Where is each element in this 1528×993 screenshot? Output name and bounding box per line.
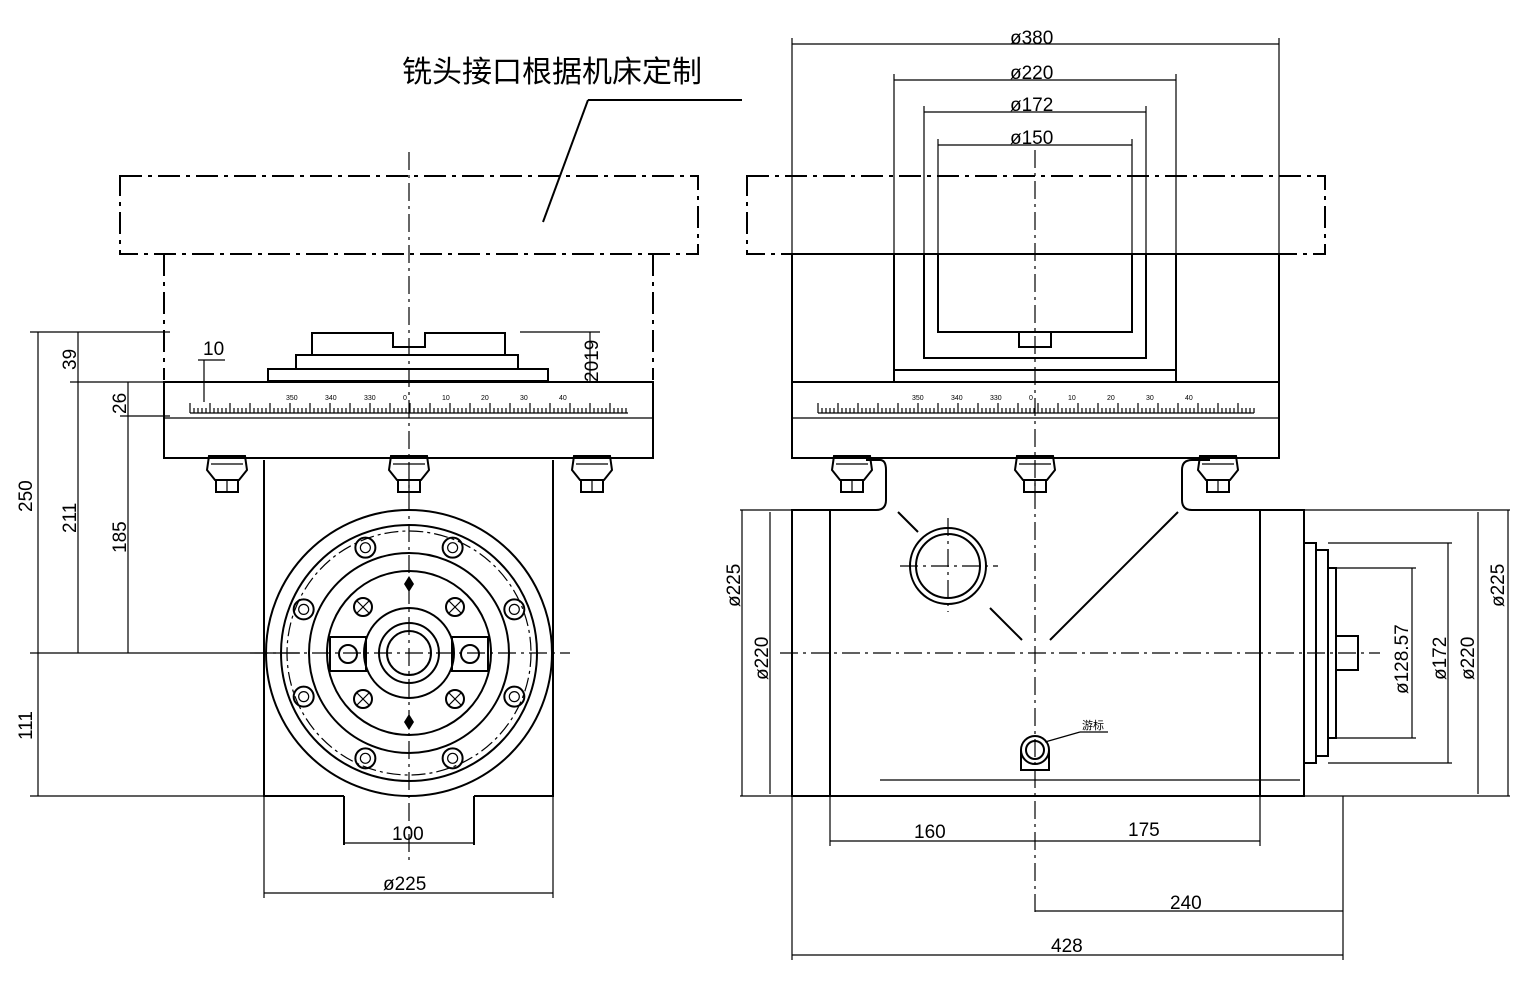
note-leader xyxy=(542,99,742,223)
flange-bolt xyxy=(292,598,315,621)
dim-10: 10 xyxy=(203,339,224,360)
dim-428: 428 xyxy=(1051,936,1083,957)
left-scale-label: 10 xyxy=(442,395,450,402)
bolt xyxy=(205,455,249,493)
flange-bolt xyxy=(441,536,464,559)
bolt xyxy=(570,455,614,493)
left-scale-label: 330 xyxy=(364,395,376,402)
left-interface-block xyxy=(119,175,699,255)
inner-screw xyxy=(353,597,373,617)
bolt xyxy=(1196,455,1240,493)
dim-160: 160 xyxy=(914,822,946,843)
right-scale: 350 340 330 0 10 20 30 40 xyxy=(817,395,1255,414)
right-interface-block xyxy=(746,175,1326,255)
right-scale-label: 0 xyxy=(1029,395,1033,402)
dim-left-d225-r: ø225 xyxy=(724,564,745,607)
dim-240: 240 xyxy=(1170,893,1202,914)
left-scale-label: 30 xyxy=(520,395,528,402)
left-dimensions xyxy=(30,331,600,898)
dim-185: 185 xyxy=(110,521,131,553)
right-scale-label: 350 xyxy=(912,395,924,402)
dim-250: 250 xyxy=(16,480,37,512)
note-text: 铣头接口根据机床定制 xyxy=(402,55,702,90)
inner-screw xyxy=(445,689,465,709)
right-scale-label: 20 xyxy=(1107,395,1115,402)
right-scale-label: 30 xyxy=(1146,395,1154,402)
right-main-plate xyxy=(791,381,1280,459)
dim-2019: 2019 xyxy=(582,340,603,382)
dim-111: 111 xyxy=(16,711,37,740)
right-body-outline xyxy=(829,459,1261,797)
marker-label: 游标 xyxy=(1082,718,1104,732)
flange-bolt xyxy=(503,685,526,708)
left-flange-bolts xyxy=(292,536,526,770)
vernier-marker xyxy=(1020,731,1108,771)
left-scale-label: 20 xyxy=(481,395,489,402)
dim-left-d220-r: ø220 xyxy=(752,637,773,680)
flange-bolt xyxy=(441,747,464,770)
right-scale-label: 340 xyxy=(951,395,963,402)
left-scale-label: 40 xyxy=(559,395,567,402)
inner-screw xyxy=(353,689,373,709)
dim-100: 100 xyxy=(392,824,424,845)
dim-top-d220: ø220 xyxy=(1010,63,1053,84)
bolt xyxy=(830,455,874,493)
left-top-boss xyxy=(311,332,506,355)
left-scale: 350 340 330 0 10 20 30 40 xyxy=(189,395,628,414)
flange-bolt xyxy=(354,536,377,559)
left-scale-label: 340 xyxy=(325,395,337,402)
flange-bolt xyxy=(292,685,315,708)
dim-d380: ø380 xyxy=(1010,28,1053,49)
dim-right-d220: ø220 xyxy=(1458,637,1479,680)
right-scale-label: 330 xyxy=(990,395,1002,402)
bolt xyxy=(1013,455,1057,493)
dim-175: 175 xyxy=(1128,820,1160,841)
dim-d128: ø128.57 xyxy=(1392,624,1413,694)
right-scale-label: 10 xyxy=(1068,395,1076,402)
right-view: 350 340 330 0 10 20 30 40 xyxy=(746,150,1380,915)
dim-39: 39 xyxy=(60,349,81,370)
dim-211: 211 xyxy=(60,503,81,533)
dim-left-d225: ø225 xyxy=(383,874,426,895)
right-dimensions xyxy=(740,38,1510,960)
dim-26: 26 xyxy=(110,393,131,414)
dim-d150: ø150 xyxy=(1010,128,1053,149)
dim-top-d172: ø172 xyxy=(1010,95,1053,116)
left-scale-label: 350 xyxy=(286,395,298,402)
left-bolts xyxy=(205,455,614,493)
dim-right-d172: ø172 xyxy=(1430,637,1451,680)
right-scale-label: 40 xyxy=(1185,395,1193,402)
left-view: 350 340 330 0 10 20 30 40 xyxy=(119,152,699,860)
index-mark xyxy=(404,576,414,592)
left-scale-label: 0 xyxy=(403,395,407,402)
bolt xyxy=(387,455,431,493)
inner-screw xyxy=(445,597,465,617)
right-bolts xyxy=(830,455,1240,493)
flange-bolt xyxy=(503,598,526,621)
dim-right-d225: ø225 xyxy=(1488,564,1509,607)
index-mark xyxy=(404,714,414,730)
flange-bolt xyxy=(354,747,377,770)
left-main-plate xyxy=(163,381,654,459)
